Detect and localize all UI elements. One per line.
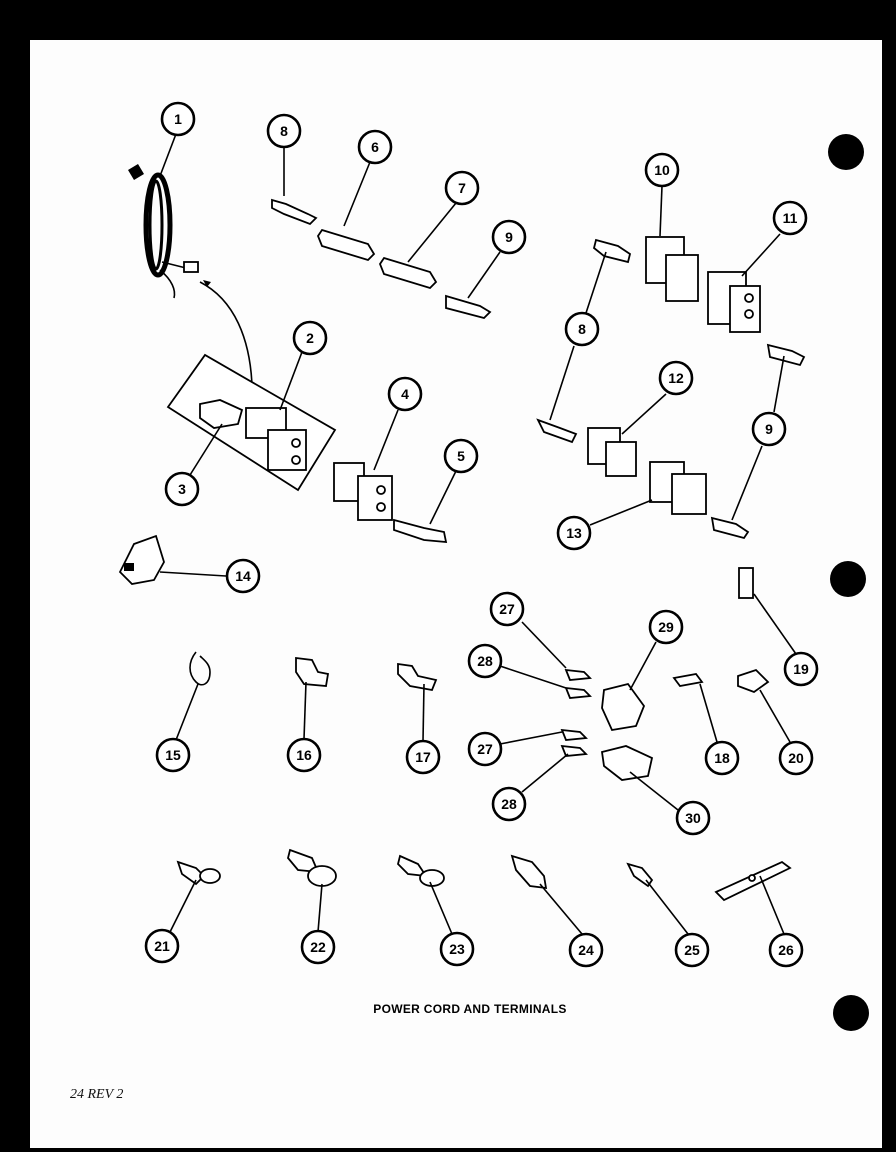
callout-19: 19 [783,651,819,687]
callout-27-lower: 27 [467,731,503,767]
svg-text:13: 13 [566,525,582,541]
svg-text:7: 7 [458,180,466,196]
pin-terminal-part [393,518,448,544]
callout-14: 14 [225,558,261,594]
callout-15: 15 [155,737,191,773]
svg-text:10: 10 [654,162,670,178]
callout-12: 12 [658,360,694,396]
svg-text:9: 9 [765,421,773,437]
callout-27: 27 [489,591,525,627]
callout-24: 24 [568,932,604,968]
callout-2: 2 [292,320,328,356]
svg-text:15: 15 [165,747,181,763]
svg-text:23: 23 [449,941,465,957]
binder-hole-bottom [833,995,869,1031]
terminal-clips-part [189,651,704,692]
callout-4: 4 [387,376,423,412]
svg-text:4: 4 [401,386,409,402]
svg-text:19: 19 [793,661,809,677]
callout-29: 29 [648,609,684,645]
callout-7: 7 [444,170,480,206]
svg-text:8: 8 [280,123,288,139]
callout-26: 26 [768,932,804,968]
svg-text:28: 28 [477,653,493,669]
binder-hole-top [828,134,864,170]
plug-kit-part [166,353,337,492]
callout-28-lower: 28 [491,786,527,822]
svg-text:11: 11 [783,210,798,226]
callout-9: 9 [491,219,527,255]
leader-lines [159,133,797,935]
callout-17: 17 [405,739,441,775]
callout-1: 1 [160,101,196,137]
callout-13: 13 [556,515,592,551]
svg-text:27: 27 [477,741,493,757]
callout-23: 23 [439,931,475,967]
terminal-tubes-part [271,198,492,320]
small-clips-right-part [737,567,770,694]
right-connectors-part [536,236,806,540]
svg-text:26: 26 [778,942,794,958]
callout-20: 20 [778,740,814,776]
svg-text:25: 25 [684,942,700,958]
callout-25: 25 [674,932,710,968]
diagram-title: POWER CORD AND TERMINALS [373,1002,567,1016]
svg-text:29: 29 [658,619,674,635]
callout-11: 11 [772,200,808,236]
callout-22: 22 [300,929,336,965]
callout-3: 3 [164,471,200,507]
svg-text:14: 14 [235,568,251,584]
callout-30: 30 [675,800,711,836]
callout-8: 8 [266,113,302,149]
svg-text:3: 3 [178,481,186,497]
callout-9-right: 9 [751,411,787,447]
callout-18: 18 [704,740,740,776]
svg-text:2: 2 [306,330,314,346]
callout-8-right: 8 [564,311,600,347]
connector-housing-part [333,462,393,521]
callout-16: 16 [286,737,322,773]
svg-text:30: 30 [685,810,701,826]
svg-text:18: 18 [714,750,730,766]
callout-6: 6 [357,129,393,165]
svg-text:17: 17 [415,749,431,765]
svg-text:9: 9 [505,229,513,245]
svg-text:16: 16 [296,747,312,763]
svg-text:8: 8 [578,321,586,337]
svg-text:1: 1 [174,111,182,127]
binder-hole-middle [830,561,866,597]
callout-10: 10 [644,152,680,188]
svg-text:28: 28 [501,796,517,812]
svg-text:12: 12 [668,370,684,386]
page-reference: 24 REV 2 [70,1087,124,1102]
svg-text:22: 22 [310,939,326,955]
quick-connect-part [560,668,654,781]
svg-text:20: 20 [788,750,804,766]
ring-terminals-part [176,848,792,902]
callout-28: 28 [467,643,503,679]
svg-text:6: 6 [371,139,379,155]
callout-5: 5 [443,438,479,474]
svg-text:24: 24 [578,942,594,958]
svg-text:21: 21 [154,938,170,954]
callout-21: 21 [144,928,180,964]
svg-text:5: 5 [457,448,465,464]
svg-text:27: 27 [499,601,515,617]
bracket-part [118,534,165,585]
power-cord-part [128,164,253,386]
